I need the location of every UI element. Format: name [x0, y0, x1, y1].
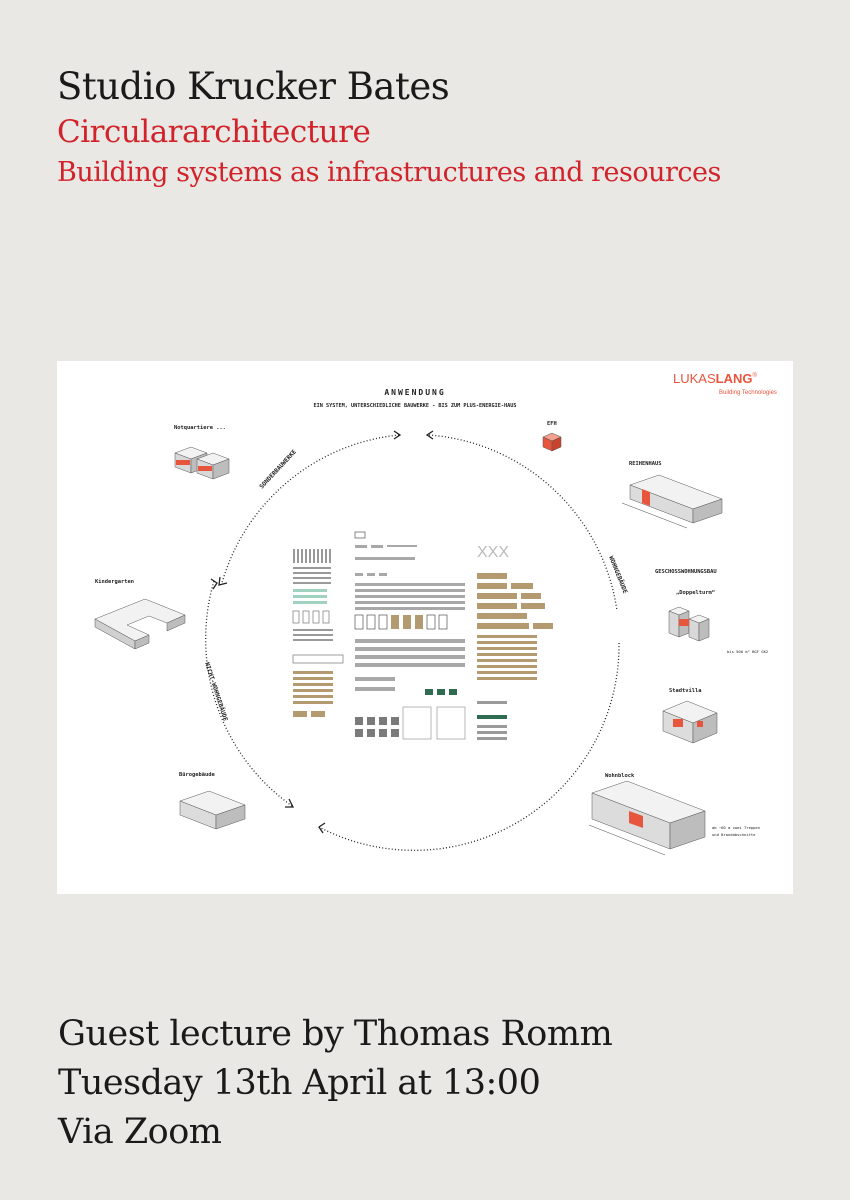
drawing-wohnblock: [588, 780, 706, 856]
svg-text:XXX: XXX: [477, 544, 509, 561]
arc-label-sonderbauwerke: SONDERBAUWERKE: [258, 448, 298, 490]
label-wohnblock: Wohnblock: [605, 773, 635, 779]
label-doppelturm: „Doppelturm“: [676, 590, 715, 596]
note-wohnblock-2: und Brandabschnitte: [712, 832, 756, 837]
drawing-reihenhaus: [621, 474, 723, 529]
catalogue-column-3: XXX: [477, 544, 553, 740]
cycle-arrows: [210, 430, 434, 834]
catalogue-column-1: [292, 549, 344, 717]
arc-label-nicht-wohngebaeude: NICHT-WOHNGEBÄUDE: [203, 661, 229, 722]
logo-subline: Building Technologies: [719, 390, 777, 396]
label-geschosswohnungsbau: GESCHOSSWOHNUNGSBAU: [655, 569, 717, 575]
label-stadtvilla: Stadtvilla: [669, 688, 701, 694]
arrow-icon: [393, 430, 402, 440]
cycle-loop: [205, 434, 620, 851]
lecture-date: Tuesday 13th April at 13:00: [58, 1063, 541, 1103]
label-notquartiere: Notquartiere ...: [174, 425, 226, 431]
studio-title: Studio Krucker Bates: [57, 65, 450, 108]
label-reihenhaus: REIHENHAUS: [629, 461, 661, 467]
topic-subtitle: Building systems as infrastructures and …: [57, 157, 721, 188]
arc-top-left: [221, 434, 400, 584]
diagram-panel: LUKASLANG® Building Technologies ANWENDU…: [57, 361, 793, 894]
component-catalogue: XXX: [292, 531, 553, 740]
drawing-buerogebaeude: [179, 790, 246, 830]
drawing-stadtvilla: [662, 700, 718, 744]
poster-header: Studio Krucker Bates Circulararchitectur…: [57, 62, 721, 194]
note-wohnblock-1: ab ~60 m zwei Treppen: [712, 825, 760, 830]
drawing-kindergarten: [94, 598, 186, 650]
logo-mark: LUKASLANG®: [673, 371, 757, 386]
label-buerogebaeude: Bürogebäude: [179, 772, 215, 778]
arc-bottom-right: [318, 642, 620, 851]
lecture-details: Guest lecture by Thomas Romm Tuesday 13t…: [58, 1010, 613, 1157]
arc-top-right: [428, 434, 618, 612]
label-kindergarten: Kindergarten: [95, 579, 134, 585]
diagram-subheading: EIN SYSTEM, UNTERSCHIEDLICHE BAUWERKE - …: [313, 403, 516, 409]
arc-label-wohngebaeude: WOHNGEBÄUDE: [607, 555, 629, 595]
application-diagram: LUKASLANG® Building Technologies ANWENDU…: [94, 371, 777, 856]
arrow-icon: [318, 822, 326, 834]
diagram-heading: ANWENDUNG: [384, 388, 445, 397]
drawing-doppelturm: [668, 606, 710, 642]
label-efh: EFH: [547, 421, 557, 427]
lecture-location: Via Zoom: [58, 1112, 222, 1152]
arrow-icon: [285, 798, 295, 808]
arrow-icon: [218, 576, 228, 586]
topic-title: Circulararchitecture: [57, 114, 371, 150]
lecture-speaker: Guest lecture by Thomas Romm: [58, 1014, 613, 1054]
drawing-efh: [542, 432, 562, 452]
drawing-notquartiere: [174, 446, 230, 480]
catalogue-column-2: [354, 531, 466, 740]
arrow-icon: [425, 430, 434, 440]
arrow-icon: [210, 578, 218, 590]
note-doppelturm: bis 500 m² BGF GK2: [727, 649, 768, 654]
